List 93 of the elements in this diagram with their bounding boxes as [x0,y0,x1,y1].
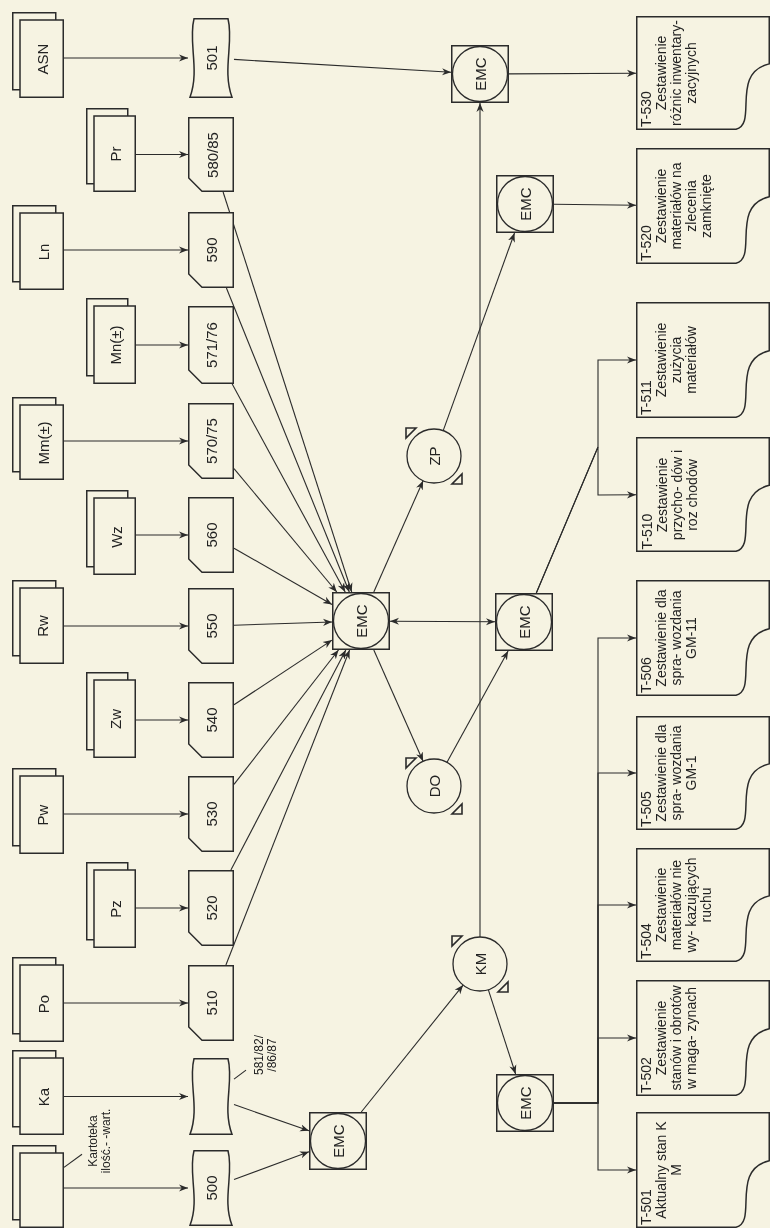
arrow [446,650,509,763]
arrow [508,69,637,77]
arrow [233,639,333,706]
process-label: EMC [472,57,488,91]
arrow [233,1104,310,1132]
arrow [553,1102,637,1174]
file-number: 571/76 [203,322,219,368]
arrow [373,480,424,593]
report-code: T-530 [639,90,655,127]
arrow [135,716,189,724]
arrow [233,468,338,593]
arrow [225,649,351,966]
arrow [535,446,637,594]
report-title: Zestawienie materiałów nie wy- kazujących ruchu [654,856,715,955]
source-label: Rw [34,615,50,637]
report-title: Zestawienie przycho- dów i roz chodów [654,448,700,542]
process-label: EMC [517,187,533,221]
arrow [233,649,340,785]
report-title: Zestawienie dla spra- wozdania GM-11 [654,588,700,689]
arrow [233,547,333,605]
storage-label: KM [472,952,488,976]
source-label: Ka [34,1087,50,1106]
leader-line [233,1069,247,1080]
arrow [63,1092,189,1101]
report-code: T-505 [639,790,655,827]
file-number: 560 [203,522,219,548]
file-number: 510 [203,990,219,1016]
report-title: Zestawienie różnic inwentary- zacyjnych [654,19,700,127]
arrow [225,287,350,593]
report-code: T-501 [639,1188,655,1225]
arrow [360,984,464,1113]
arrow [135,150,189,159]
arrow [135,341,189,349]
file-number: 590 [203,237,219,263]
arrow [63,1184,189,1192]
note-label: 581/82/ /86/87 [253,1034,279,1078]
arrow [230,649,347,871]
file-number: 550 [203,613,219,639]
source-label: Mn(±) [107,325,123,365]
process-label: EMC [516,605,532,639]
arrow [63,54,189,62]
arrow [389,617,496,626]
source-label: Zw [107,709,123,729]
source-label: Wz [107,525,123,548]
storage-label: ZP [426,446,442,466]
report-code: T-502 [639,1056,655,1093]
source-label: ASN [34,43,50,75]
report-title: Zestawienie materiałów na zlecenia zamknięte [654,161,715,252]
file-number: 540 [203,707,219,733]
process-label: EMC [517,1086,533,1120]
report-code: T-510 [639,512,655,549]
arrow [63,999,189,1007]
source-label: Mm(±) [34,420,50,465]
file-number: 530 [203,801,219,827]
arrow [63,810,189,818]
report-title: Zestawienie zużycia materiałów [654,321,700,400]
arrow [553,201,637,209]
arrow [476,102,484,938]
leader-line [63,1153,83,1168]
arrow [63,246,189,254]
arrow [442,232,516,432]
file-number: 500 [203,1175,219,1201]
source-label: Po [34,994,50,1013]
process-label: EMC [330,1124,346,1158]
file-number: 580/85 [203,131,219,178]
arrow [63,622,189,630]
source-label: Pz [107,900,123,918]
process-label: EMC [353,604,369,638]
arrow [63,437,189,445]
file-number: 501 [203,45,219,71]
storage-label: DO [426,774,442,798]
report-code: T-511 [639,379,655,415]
report-code: T-520 [639,224,655,261]
arrow [233,1151,310,1181]
source-label: Pr [107,146,123,162]
arrow [231,383,346,593]
file-number: 570/75 [203,418,219,464]
report-title: Zestawienie dla spra- wozdania GM-1 [654,723,700,824]
arrow [233,58,452,76]
report-code: T-506 [639,656,655,693]
arrow [233,618,333,626]
source-label: Ln [34,243,50,260]
arrow [135,531,189,539]
arrow [373,649,424,762]
report-title: Aktualny stan K M [654,1120,685,1221]
report-code: T-504 [639,922,655,959]
arrow [135,904,189,912]
file-number: 520 [203,895,219,921]
report-title: Zestawienie stanów i obrotów w maga- zynach [654,984,700,1093]
arrow [222,191,353,593]
source-label: Pw [34,804,50,826]
arrow [487,989,517,1075]
note-label: Kartoteka ilość.- -wart. [87,1107,113,1176]
